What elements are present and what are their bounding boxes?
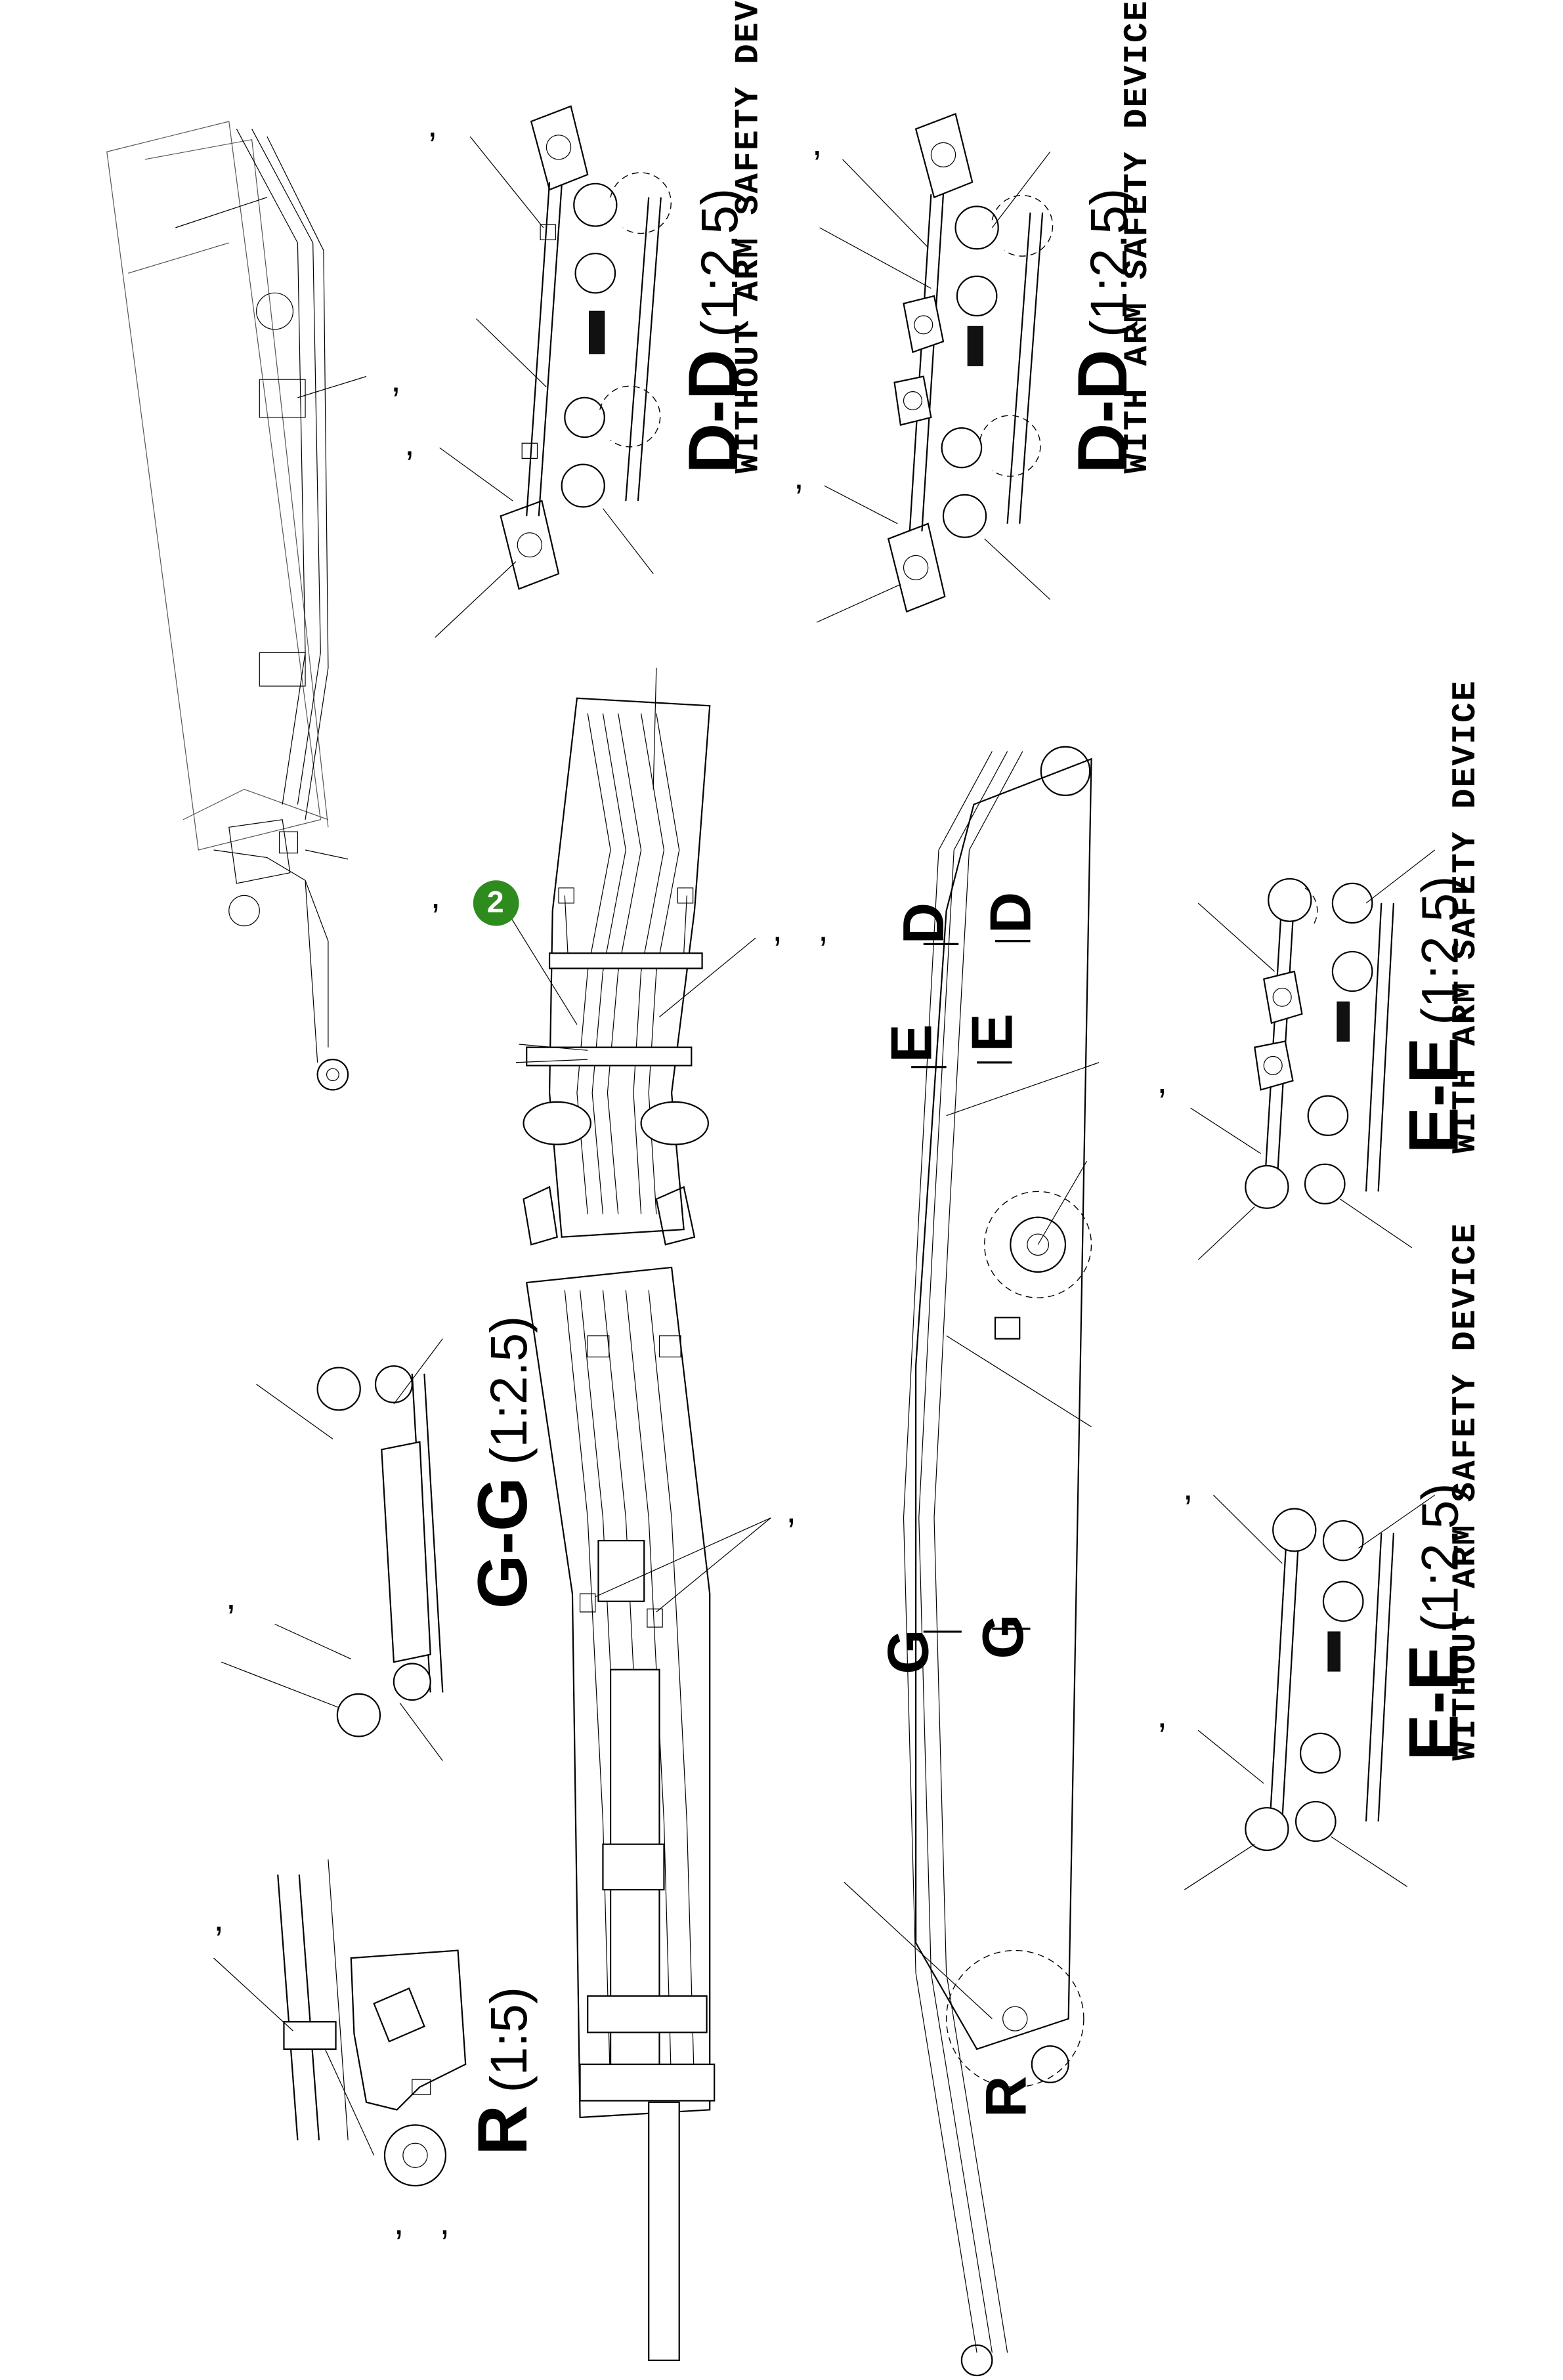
callout-2-circle: [473, 880, 519, 926]
svg-text:E-E(1:2.5): E-E (1:2.5): [1394, 1483, 1472, 1760]
tick: ,: [812, 122, 823, 163]
ee-without-scale: (1:2.5): [1411, 1483, 1468, 1632]
section-ee-without-view: E-E (1:2.5) WITHOUT ARM SAFETY DEVICE: [1184, 1222, 1485, 1890]
section-r-view: R (1:5): [214, 1859, 542, 2186]
callout-2-marker[interactable]: 2: [473, 880, 519, 926]
tick: ,: [431, 875, 441, 916]
tick: ,: [786, 1490, 796, 1531]
tick: ,: [1157, 1060, 1167, 1101]
callout-ticks: , , , , , , , , , , , , , , , ,: [214, 104, 1193, 2242]
r-scale: (1:5): [480, 1987, 538, 2093]
ee-with-scale: (1:2.5): [1411, 876, 1468, 1025]
svg-text:G-G(1:2.5): G-G (1:2.5): [463, 1316, 542, 1609]
tick: ,: [391, 359, 401, 400]
lower-boom-segment: [526, 1267, 771, 2360]
marker-r: R: [973, 2075, 1038, 2117]
callout-2-number: 2: [487, 885, 504, 919]
svg-text:R(1:5): R (1:5): [463, 1987, 542, 2156]
arm-side-view: D D E E G G R: [844, 747, 1099, 2375]
dd-with-scale: (1:2.5): [1080, 188, 1138, 337]
tick: ,: [1157, 1695, 1167, 1735]
ee-with-subtitle: WITH ARM SAFETY DEVICE: [1447, 679, 1485, 1153]
ee-with-title: E-E: [1394, 1037, 1472, 1153]
gg-title: G-G: [463, 1477, 542, 1609]
marker-e-left: E: [878, 1024, 943, 1063]
tick: ,: [394, 2201, 404, 2242]
svg-text:D-D(1:2.5): D-D (1:2.5): [1063, 188, 1142, 474]
ee-without-subtitle: WITHOUT ARM SAFETY DEVICE: [1447, 1222, 1485, 1761]
dd-without-title: D-D: [674, 349, 752, 473]
marker-g-right: G: [970, 1614, 1035, 1659]
marker-d-left: D: [891, 903, 956, 944]
tick: ,: [214, 1898, 225, 1939]
svg-text:D-D(1:2.5): D-D (1:2.5): [674, 188, 752, 474]
svg-text:E-E(1:2.5): E-E (1:2.5): [1394, 876, 1472, 1153]
marker-d-right: D: [977, 892, 1042, 933]
dd-with-title: D-D: [1063, 349, 1142, 473]
dd-with-subtitle: WITH ARM SAFETY DEVICE: [1119, 0, 1157, 474]
section-ee-with-view: E-E (1:2.5) WITH ARM SAFETY DEVICE: [1191, 679, 1485, 1260]
tick: ,: [1183, 1467, 1193, 1508]
dd-without-subtitle: WITHOUT ARM SAFETY DEVICE: [730, 0, 767, 473]
gg-scale: (1:2.5): [480, 1316, 538, 1465]
tick: ,: [440, 2201, 450, 2242]
ee-without-title: E-E: [1394, 1644, 1472, 1760]
tick: ,: [794, 456, 804, 497]
dd-without-scale: (1:2.5): [691, 188, 748, 337]
r-title: R: [463, 2105, 542, 2156]
tick: ,: [427, 104, 438, 144]
tick: ,: [818, 908, 828, 949]
arm-overview: [107, 121, 366, 1090]
tick: ,: [226, 1576, 236, 1617]
section-dd-without-view: D-D (1:2.5) WITHOUT ARM SAFETY DEVICE: [435, 0, 767, 637]
section-dd-with-view: D-D (1:2.5) WITH ARM SAFETY DEVICE: [817, 0, 1157, 622]
section-gg-view: G-G (1:2.5): [221, 1316, 542, 1761]
tick: ,: [404, 423, 415, 463]
upper-boom-segment: [511, 668, 756, 1245]
marker-g-left: G: [876, 1629, 941, 1674]
marker-e-right: E: [959, 1013, 1024, 1052]
tick: ,: [773, 908, 783, 949]
